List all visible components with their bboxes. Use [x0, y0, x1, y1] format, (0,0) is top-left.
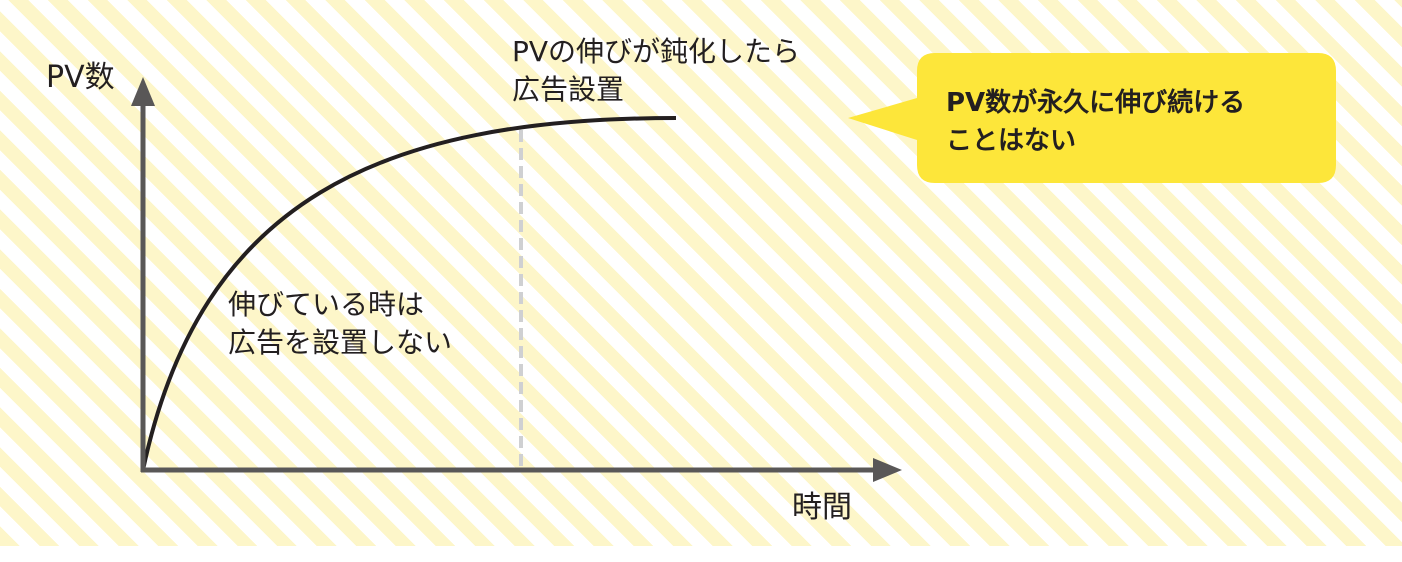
plateau-annotation-line1: PVの伸びが鈍化したら — [512, 35, 801, 68]
pv-growth-curve — [141, 116, 677, 471]
growth-annotation-line2: 広告を設置しない — [228, 326, 453, 359]
y-axis-arrowhead — [131, 77, 155, 106]
callout-bubble — [848, 53, 1336, 183]
plateau-annotation-line2: 広告設置 — [512, 73, 625, 106]
growth-annotation: 伸びている時は 広告を設置しない — [228, 286, 452, 362]
callout-text: PV数が永久に伸び続ける ことはない — [946, 84, 1245, 160]
bottom-band — [0, 546, 1402, 562]
y-axis-label: PV数 — [46, 60, 115, 95]
x-axis-arrowhead — [873, 458, 902, 482]
plateau-annotation: PVの伸びが鈍化したら 広告設置 — [512, 33, 800, 109]
x-axis-label: 時間 — [792, 490, 852, 525]
growth-annotation-line1: 伸びている時は — [228, 288, 425, 321]
callout-text-line1: PV数が永久に伸び続ける — [946, 88, 1246, 118]
callout-text-line2: ことはない — [946, 126, 1077, 156]
